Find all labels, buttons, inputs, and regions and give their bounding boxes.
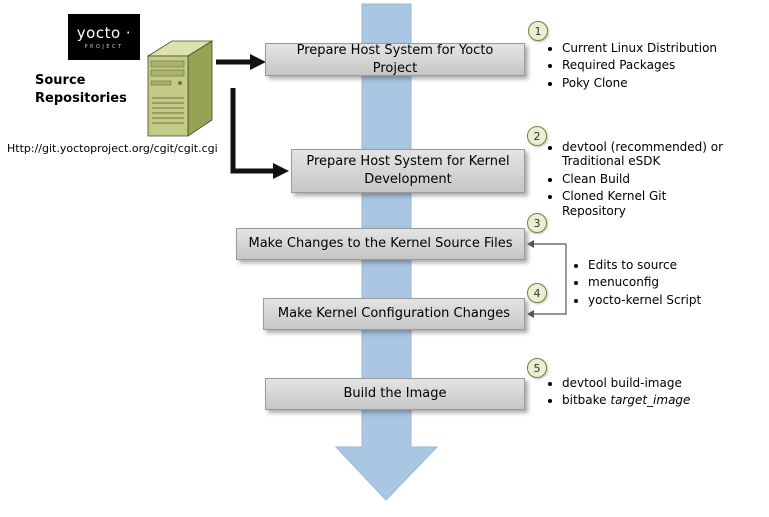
step-number-5: 5: [527, 358, 547, 378]
bullet-item: bitbake target_image: [562, 393, 734, 407]
server-icon: [146, 40, 214, 137]
bullet-item: menuconfig: [588, 275, 734, 289]
step-label: Prepare Host System for Yocto Project: [296, 42, 494, 76]
step-box-prepare-host-yocto: Prepare Host System for Yocto Project: [265, 43, 525, 76]
step2-bullet-list: devtool (recommended) or Traditional eSD…: [548, 140, 732, 221]
step-label: Prepare Host System for Kernel Developme…: [306, 154, 510, 187]
step-number-3: 3: [527, 213, 547, 233]
step-box-prepare-host-kernel: Prepare Host System for Kernel Developme…: [291, 149, 525, 193]
bullet-item: Required Packages: [562, 58, 734, 72]
steps3-4-shared-bullet-list: Edits to source menuconfig yocto-kernel …: [574, 258, 734, 310]
bullet-item: devtool (recommended) or Traditional eSD…: [562, 140, 732, 169]
step-box-make-config-changes: Make Kernel Configuration Changes: [263, 298, 525, 330]
bullet-item: yocto-kernel Script: [588, 293, 734, 307]
step-label: Make Changes to the Kernel Source Files: [248, 236, 513, 252]
step5-bullet-list: devtool build-image bitbake target_image: [548, 376, 734, 411]
bullet-text-italic: target_image: [610, 393, 691, 408]
bullet-item: Poky Clone: [562, 76, 734, 90]
step-label: Build the Image: [343, 386, 447, 402]
step-label: Make Kernel Configuration Changes: [277, 306, 511, 322]
yocto-logo-subtext: PROJECT: [84, 44, 124, 50]
git-repo-url: Http://git.yoctoproject.org/cgit/cgit.cg…: [7, 142, 218, 155]
bullet-item: Clean Build: [562, 172, 732, 186]
source-repositories-label: Source Repositories: [35, 73, 127, 107]
bullet-item: Current Linux Distribution: [562, 41, 734, 55]
bullet-item: Edits to source: [588, 258, 734, 272]
bullet-item: devtool build-image: [562, 376, 734, 390]
step-number-2: 2: [527, 126, 547, 146]
bullet-text: bitbake: [562, 393, 611, 408]
step1-bullet-list: Current Linux Distribution Required Pack…: [548, 41, 734, 93]
yocto-logo: yocto · PROJECT: [68, 14, 140, 60]
step-number-1: 1: [528, 21, 548, 41]
yocto-logo-text: yocto ·: [76, 24, 132, 42]
bullet-item: Cloned Kernel Git Repository: [562, 189, 732, 218]
step-number-4: 4: [527, 283, 547, 303]
step-box-make-source-changes: Make Changes to the Kernel Source Files: [236, 228, 525, 260]
step-box-build-image: Build the Image: [265, 378, 525, 410]
